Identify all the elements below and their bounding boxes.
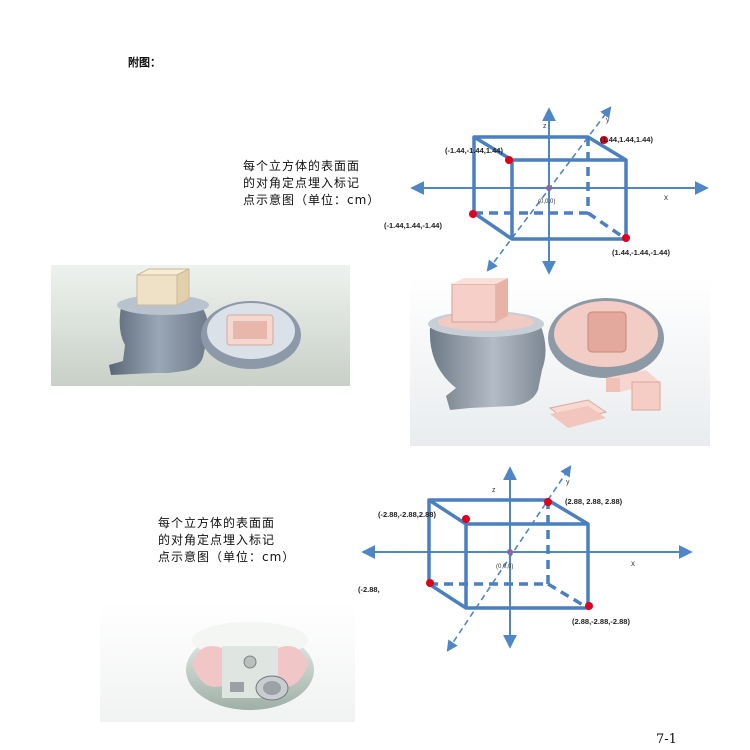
axis-label-z: z <box>492 487 496 494</box>
origin-label: (0,0,0) <box>538 199 555 205</box>
caption-line: 的对角定点埋入标记 <box>243 176 361 190</box>
caption-line: 每个立方体的表面面 <box>158 516 276 530</box>
point-label: (2.88, 2.88, 2.88) <box>565 497 623 506</box>
appendix-heading: 附图： <box>128 56 161 69</box>
marker-point <box>622 234 630 242</box>
caption-line: 点示意图（单位：cm） <box>158 550 296 564</box>
origin-label: (0,0,0) <box>496 564 513 570</box>
point-label: (2.88,-2.88,-2.88) <box>572 617 630 626</box>
figure1-cube-diagram: (0,0,0) z y x (-1.44,-1.44,1.44) (1.44,1… <box>384 106 709 275</box>
axis-label-y: y <box>606 117 610 124</box>
point-label: (-2.88, <box>358 585 380 594</box>
caption-line: 点示意图（单位：cm） <box>243 193 381 207</box>
origin-point <box>546 185 552 191</box>
caption-line: 的对角定点埋入标记 <box>158 533 276 547</box>
page-number: 7-1 <box>656 732 677 747</box>
y-axis <box>446 465 572 652</box>
marker-point <box>469 210 477 218</box>
origin-point <box>507 549 513 555</box>
marker-point <box>600 136 608 144</box>
marker-point <box>585 602 593 610</box>
axis-label-x: x <box>631 559 635 568</box>
marker-point <box>544 498 552 506</box>
marker-point <box>426 579 434 587</box>
axis-label-y: y <box>566 479 570 486</box>
marker-point <box>462 515 470 523</box>
head-phantom-photo-2 <box>410 278 710 446</box>
point-label: (1.44,-1.44,-1.44) <box>612 248 670 257</box>
point-label: (1.44,1.44,1.44) <box>600 135 653 144</box>
point-label: (-2.88,-2.88,2.88) <box>378 510 436 519</box>
figure2-cube-diagram: (0,0,0) z y x (-2.88,-2.88,2.88) (2.88, … <box>358 465 693 652</box>
axis-label-x: x <box>664 193 668 202</box>
point-label: (-1.44,1.44,-1.44) <box>384 221 442 230</box>
figure2-caption: 每个立方体的表面面 的对角定点埋入标记 点示意图（单位：cm） <box>158 515 318 566</box>
axis-label-z: z <box>543 123 547 130</box>
caption-line: 每个立方体的表面面 <box>243 159 361 173</box>
point-label: (-1.44,-1.44,1.44) <box>445 146 503 155</box>
head-phantom-photo-1 <box>51 265 350 386</box>
phantom-device-photo <box>100 600 355 722</box>
figure1-caption: 每个立方体的表面面 的对角定点埋入标记 点示意图（单位：cm） <box>243 158 403 209</box>
marker-point <box>505 156 513 164</box>
